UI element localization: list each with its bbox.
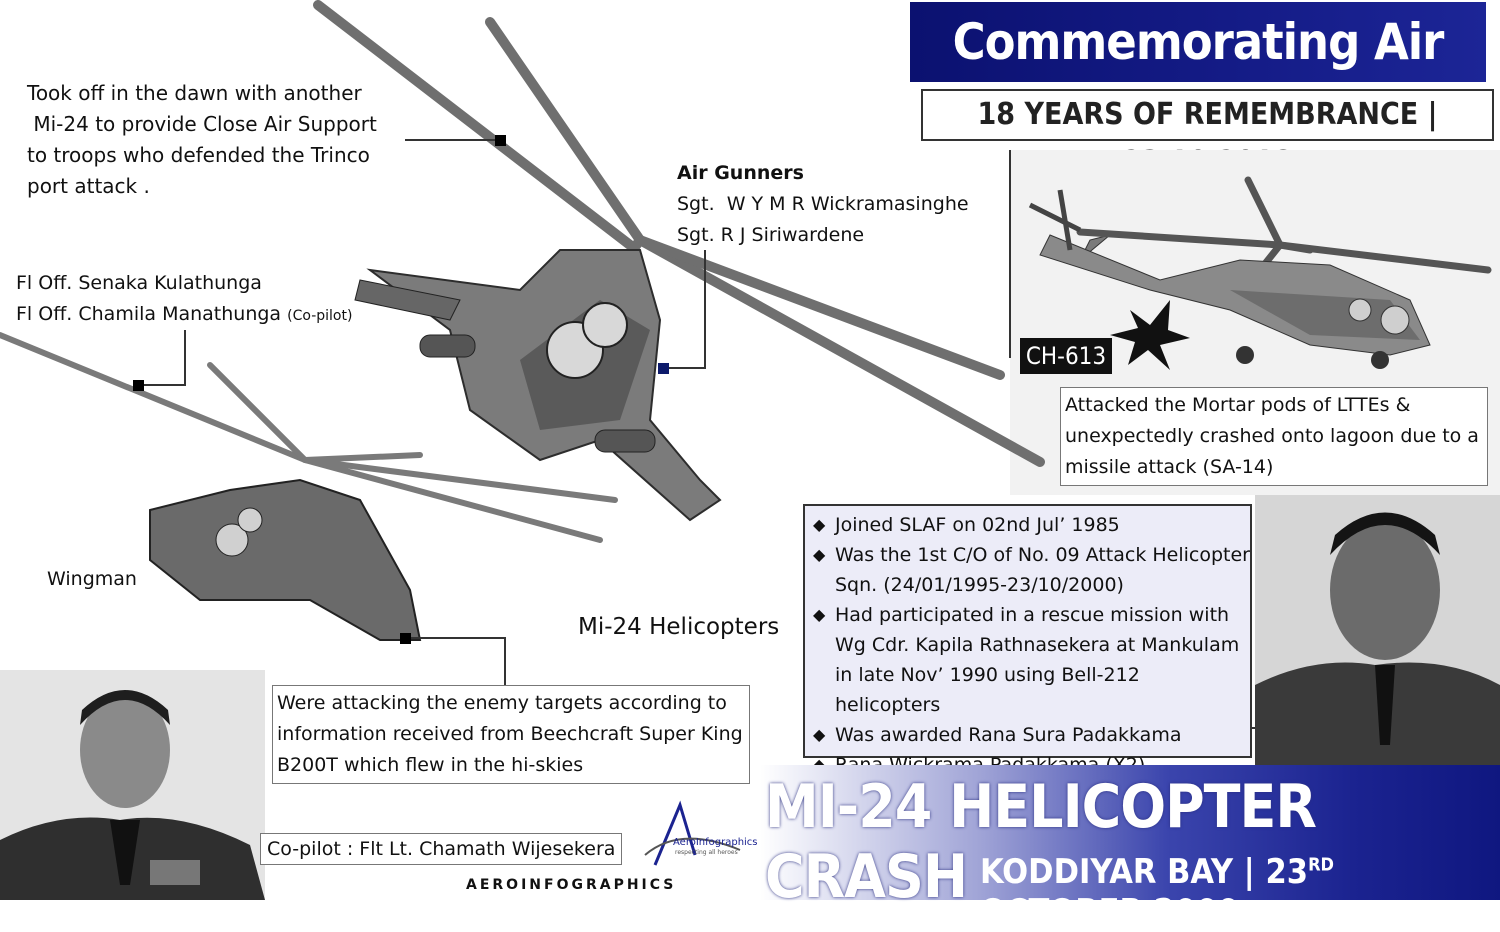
pilots-note: Fl Off. Senaka Kulathunga Fl Off. Chamil… — [16, 268, 352, 332]
logo-tagline: respecting all heroes — [675, 849, 738, 856]
takeoff-line-1: Took off in the dawn with another — [27, 81, 362, 105]
ch613-helicopter-illustration — [1028, 176, 1492, 370]
pilot-name: Fl Off. Senaka Kulathunga — [16, 272, 262, 294]
attacking-line-3: B200T which flew in the hi-skies — [277, 754, 584, 776]
mortar-line-2: unexpectedly crashed onto lagoon due to … — [1065, 425, 1479, 447]
mortar-line-1: Attacked the Mortar pods of LTTEs & — [1065, 394, 1411, 416]
attacking-line-2: information received from Beechcraft Sup… — [277, 723, 743, 745]
crash-banner — [760, 765, 1500, 900]
helicopters-label: Mi-24 Helicopters — [578, 614, 780, 640]
crash-subtitle: KODDIYAR BAY | 23RD OCTOBER 2000 — [980, 852, 1334, 932]
footer-brand: AEROINFOGRAPHICS — [466, 877, 677, 893]
bio-item: Wg Cdr. Kapila Rathnasekera at Mankulam — [835, 634, 1240, 656]
logo-text: AeroInfographics — [673, 837, 758, 848]
crash-date-suffix: RD — [1308, 854, 1334, 876]
wingman-label: Wingman — [47, 568, 137, 590]
takeoff-note: Took off in the dawn with another Mi-24 … — [27, 78, 377, 202]
mi24-helicopters-illustration — [0, 0, 1045, 641]
crash-date-rest: OCTOBER 2000 — [980, 892, 1239, 932]
header-title: Commemorating Air Heroes — [910, 2, 1486, 151]
ch613-leader-line — [1009, 150, 1011, 358]
takeoff-line-2: Mi-24 to provide Close Air Support — [27, 112, 377, 136]
mortar-line-3: missile attack (SA-14) — [1065, 456, 1274, 478]
copilot-role: (Co-pilot) — [287, 308, 353, 324]
gunner-2: Sgt. R J Siriwardene — [677, 224, 865, 246]
attacking-box: Were attacking the enemy targets accordi… — [272, 685, 750, 784]
attacking-line-1: Were attacking the enemy targets accordi… — [277, 692, 727, 714]
bio-item: ◆Joined SLAF on 02nd Jul’ 1985 — [813, 514, 1120, 536]
aeroinfographics-logo-icon — [644, 800, 741, 866]
bio-item: ◆Was awarded Rana Sura Padakkama — [813, 724, 1182, 746]
copilot-photo — [0, 670, 265, 900]
pilot-photo — [1255, 495, 1500, 765]
takeoff-line-4: port attack . — [27, 174, 150, 198]
copilot-name: Fl Off. Chamila Manathunga — [16, 303, 282, 325]
bio-item: Sqn. (24/01/1995-23/10/2000) — [835, 574, 1124, 596]
gunners-note: Air Gunners Sgt. W Y M R Wickramasinghe … — [677, 158, 969, 251]
copilot-caption: Co-pilot : Flt Lt. Chamath Wijesekera — [260, 833, 623, 865]
mortar-attack-box: Attacked the Mortar pods of LTTEs & unex… — [1060, 387, 1488, 486]
bio-item: ◆Was the 1st C/O of No. 09 Attack Helico… — [813, 544, 1250, 566]
takeoff-line-3: to troops who defended the Trinco — [27, 143, 370, 167]
gunners-title: Air Gunners — [677, 162, 804, 184]
bio-item: ◆Had participated in a rescue mission wi… — [813, 604, 1230, 626]
ch613-label: CH-613 — [1020, 338, 1112, 374]
crash-location: KODDIYAR BAY — [980, 852, 1233, 892]
gunner-1: Sgt. W Y M R Wickramasinghe — [677, 193, 969, 215]
crash-date-day: 23 — [1265, 852, 1309, 892]
bio-item: in late Nov’ 1990 using Bell-212 helicop… — [835, 664, 1140, 716]
bio-box: ◆Joined SLAF on 02nd Jul’ 1985 ◆Was the … — [803, 504, 1252, 776]
